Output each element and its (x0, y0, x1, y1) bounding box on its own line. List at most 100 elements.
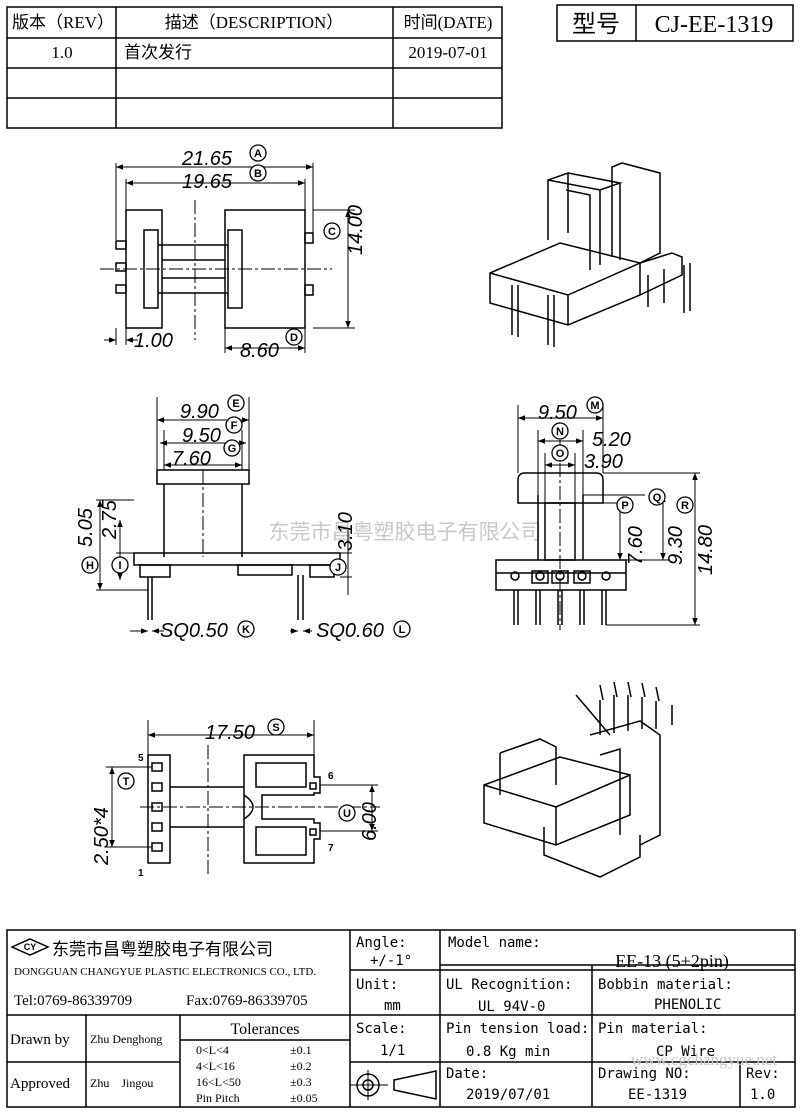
ul-value: UL 94V-0 (478, 999, 545, 1015)
svg-text:L: L (399, 624, 406, 636)
dim-sq-0-50: SQ0.50 (160, 620, 228, 642)
model-name-value: EE-13 (5+2pin) (615, 951, 729, 972)
unit-label: Unit: (356, 977, 398, 993)
pin-6-label: 6 (328, 771, 334, 782)
rev-cell: 1.0 (51, 43, 72, 62)
drawing-no-label: Drawing NO: (598, 1066, 691, 1082)
rev-header: 版本（REV） (12, 13, 114, 32)
dim-9-90: 9.90 (180, 401, 219, 423)
desc-header: 描述（DESCRIPTION） (165, 13, 344, 32)
dim-5-05: 5.05 (75, 507, 97, 547)
dim-9-50-side: 9.50 (538, 402, 577, 424)
bottom-view (106, 720, 380, 875)
side-view (495, 405, 700, 630)
revision-table: 版本（REV） 描述（DESCRIPTION） 时间(DATE) 1.0 首次发… (6, 4, 794, 129)
tolerances-label: Tolerances (230, 1021, 299, 1038)
watermark-text: 东莞市昌粤塑胶电子有限公司 (269, 520, 542, 544)
dim-8-60: 8.60 (240, 340, 279, 362)
svg-text:D: D (290, 332, 298, 344)
marker-s: S (267, 718, 285, 736)
model-name-label: Model name: (448, 935, 541, 951)
svg-text:S: S (272, 722, 279, 734)
bobbin-label: Bobbin material: (598, 977, 733, 993)
pin-material-label: Pin material: (598, 1021, 708, 1037)
pin-tension-value: 0.8 Kg min (466, 1044, 550, 1060)
marker-p: P (616, 496, 634, 514)
marker-q: Q (648, 488, 666, 506)
isometric-view-bottom (483, 681, 673, 878)
marker-l: L (393, 620, 411, 638)
title-block: CY 东莞市昌粤塑胶电子有限公司 DONGGUAN CHANGYUE PLAST… (6, 929, 796, 1108)
marker-j: J (329, 558, 347, 576)
dim-14-80: 14.80 (695, 525, 717, 575)
marker-i: I (111, 556, 129, 574)
rev-value: 1.0 (750, 1087, 775, 1103)
tolerance-value: ±0.2 (290, 1059, 312, 1073)
marker-b: B (249, 164, 267, 182)
unit-value: mm (384, 998, 401, 1014)
front-view (96, 397, 352, 634)
svg-text:G: G (228, 443, 237, 455)
drawn-by-value: Zhu Denghong (90, 1032, 162, 1046)
dim-1-00: 1.00 (134, 330, 173, 352)
marker-m: M (586, 396, 604, 414)
tolerance-value: ±0.3 (290, 1075, 312, 1089)
svg-text:T: T (123, 776, 130, 788)
website-watermark: www.cgchangyue.net (631, 1050, 777, 1069)
svg-text:M: M (590, 400, 599, 412)
svg-text:I: I (118, 560, 121, 572)
model-label: 型号 (572, 11, 620, 38)
marker-f: F (225, 416, 243, 434)
dim-6-00: 6.00 (359, 802, 381, 841)
tolerance-range: 0<L<4 (196, 1043, 229, 1057)
scale-value: 1/1 (380, 1043, 405, 1059)
isometric-view-top (489, 162, 691, 347)
dim-3-10: 3.10 (335, 512, 357, 551)
marker-h: H (81, 556, 99, 574)
company-name-cn: 东莞市昌粤塑胶电子有限公司 (52, 940, 273, 959)
dim-2-50x4: 2.50*4 (91, 807, 113, 866)
svg-text:F: F (231, 420, 238, 432)
marker-u: U (338, 804, 356, 822)
marker-n: N (551, 422, 569, 440)
approved-label: Approved (10, 1076, 70, 1092)
desc-cell: 首次发行 (124, 43, 192, 62)
dim-sq-0-60: SQ0.60 (316, 620, 384, 642)
svg-text:H: H (86, 560, 94, 572)
svg-text:B: B (254, 168, 262, 180)
company-tel: Tel:0769-86339709 (14, 993, 132, 1009)
date-value: 2019/07/01 (466, 1087, 550, 1103)
pin-tension-label: Pin tension load: (446, 1021, 589, 1037)
angle-value: +/-1° (370, 953, 412, 969)
marker-o: O (551, 444, 569, 462)
svg-text:E: E (232, 398, 239, 410)
marker-e: E (227, 394, 245, 412)
marker-g: G (223, 439, 241, 457)
svg-text:A: A (254, 148, 262, 160)
svg-text:J: J (335, 562, 341, 574)
date-header: 时间(DATE) (404, 13, 493, 32)
tolerance-value: ±0.05 (290, 1091, 318, 1105)
dim-3-90: 3.90 (584, 451, 623, 473)
marker-a: A (249, 144, 267, 162)
svg-text:P: P (621, 500, 628, 512)
svg-text:C: C (328, 226, 336, 238)
angle-label: Angle: (356, 935, 407, 951)
drawn-by-label: Drawn by (10, 1032, 70, 1048)
svg-text:U: U (343, 808, 351, 820)
pin-5-label: 5 (138, 753, 144, 764)
tolerance-range: Pin Pitch (196, 1091, 240, 1105)
dim-17-50: 17.50 (205, 722, 255, 744)
svg-text:O: O (556, 448, 565, 460)
marker-k: K (237, 620, 255, 638)
top-view (100, 163, 355, 353)
date-cell: 2019-07-01 (408, 43, 487, 62)
svg-text:N: N (556, 426, 564, 438)
dim-14-00: 14.00 (345, 205, 367, 255)
svg-text:Q: Q (653, 492, 662, 504)
drawings: 东莞市昌粤塑胶电子有限公司 21.65 19.65 (75, 144, 717, 879)
dim-21-65: 21.65 (181, 148, 233, 170)
ul-label: UL Recognition: (446, 977, 572, 993)
tolerance-range: 16<L<50 (196, 1075, 241, 1089)
